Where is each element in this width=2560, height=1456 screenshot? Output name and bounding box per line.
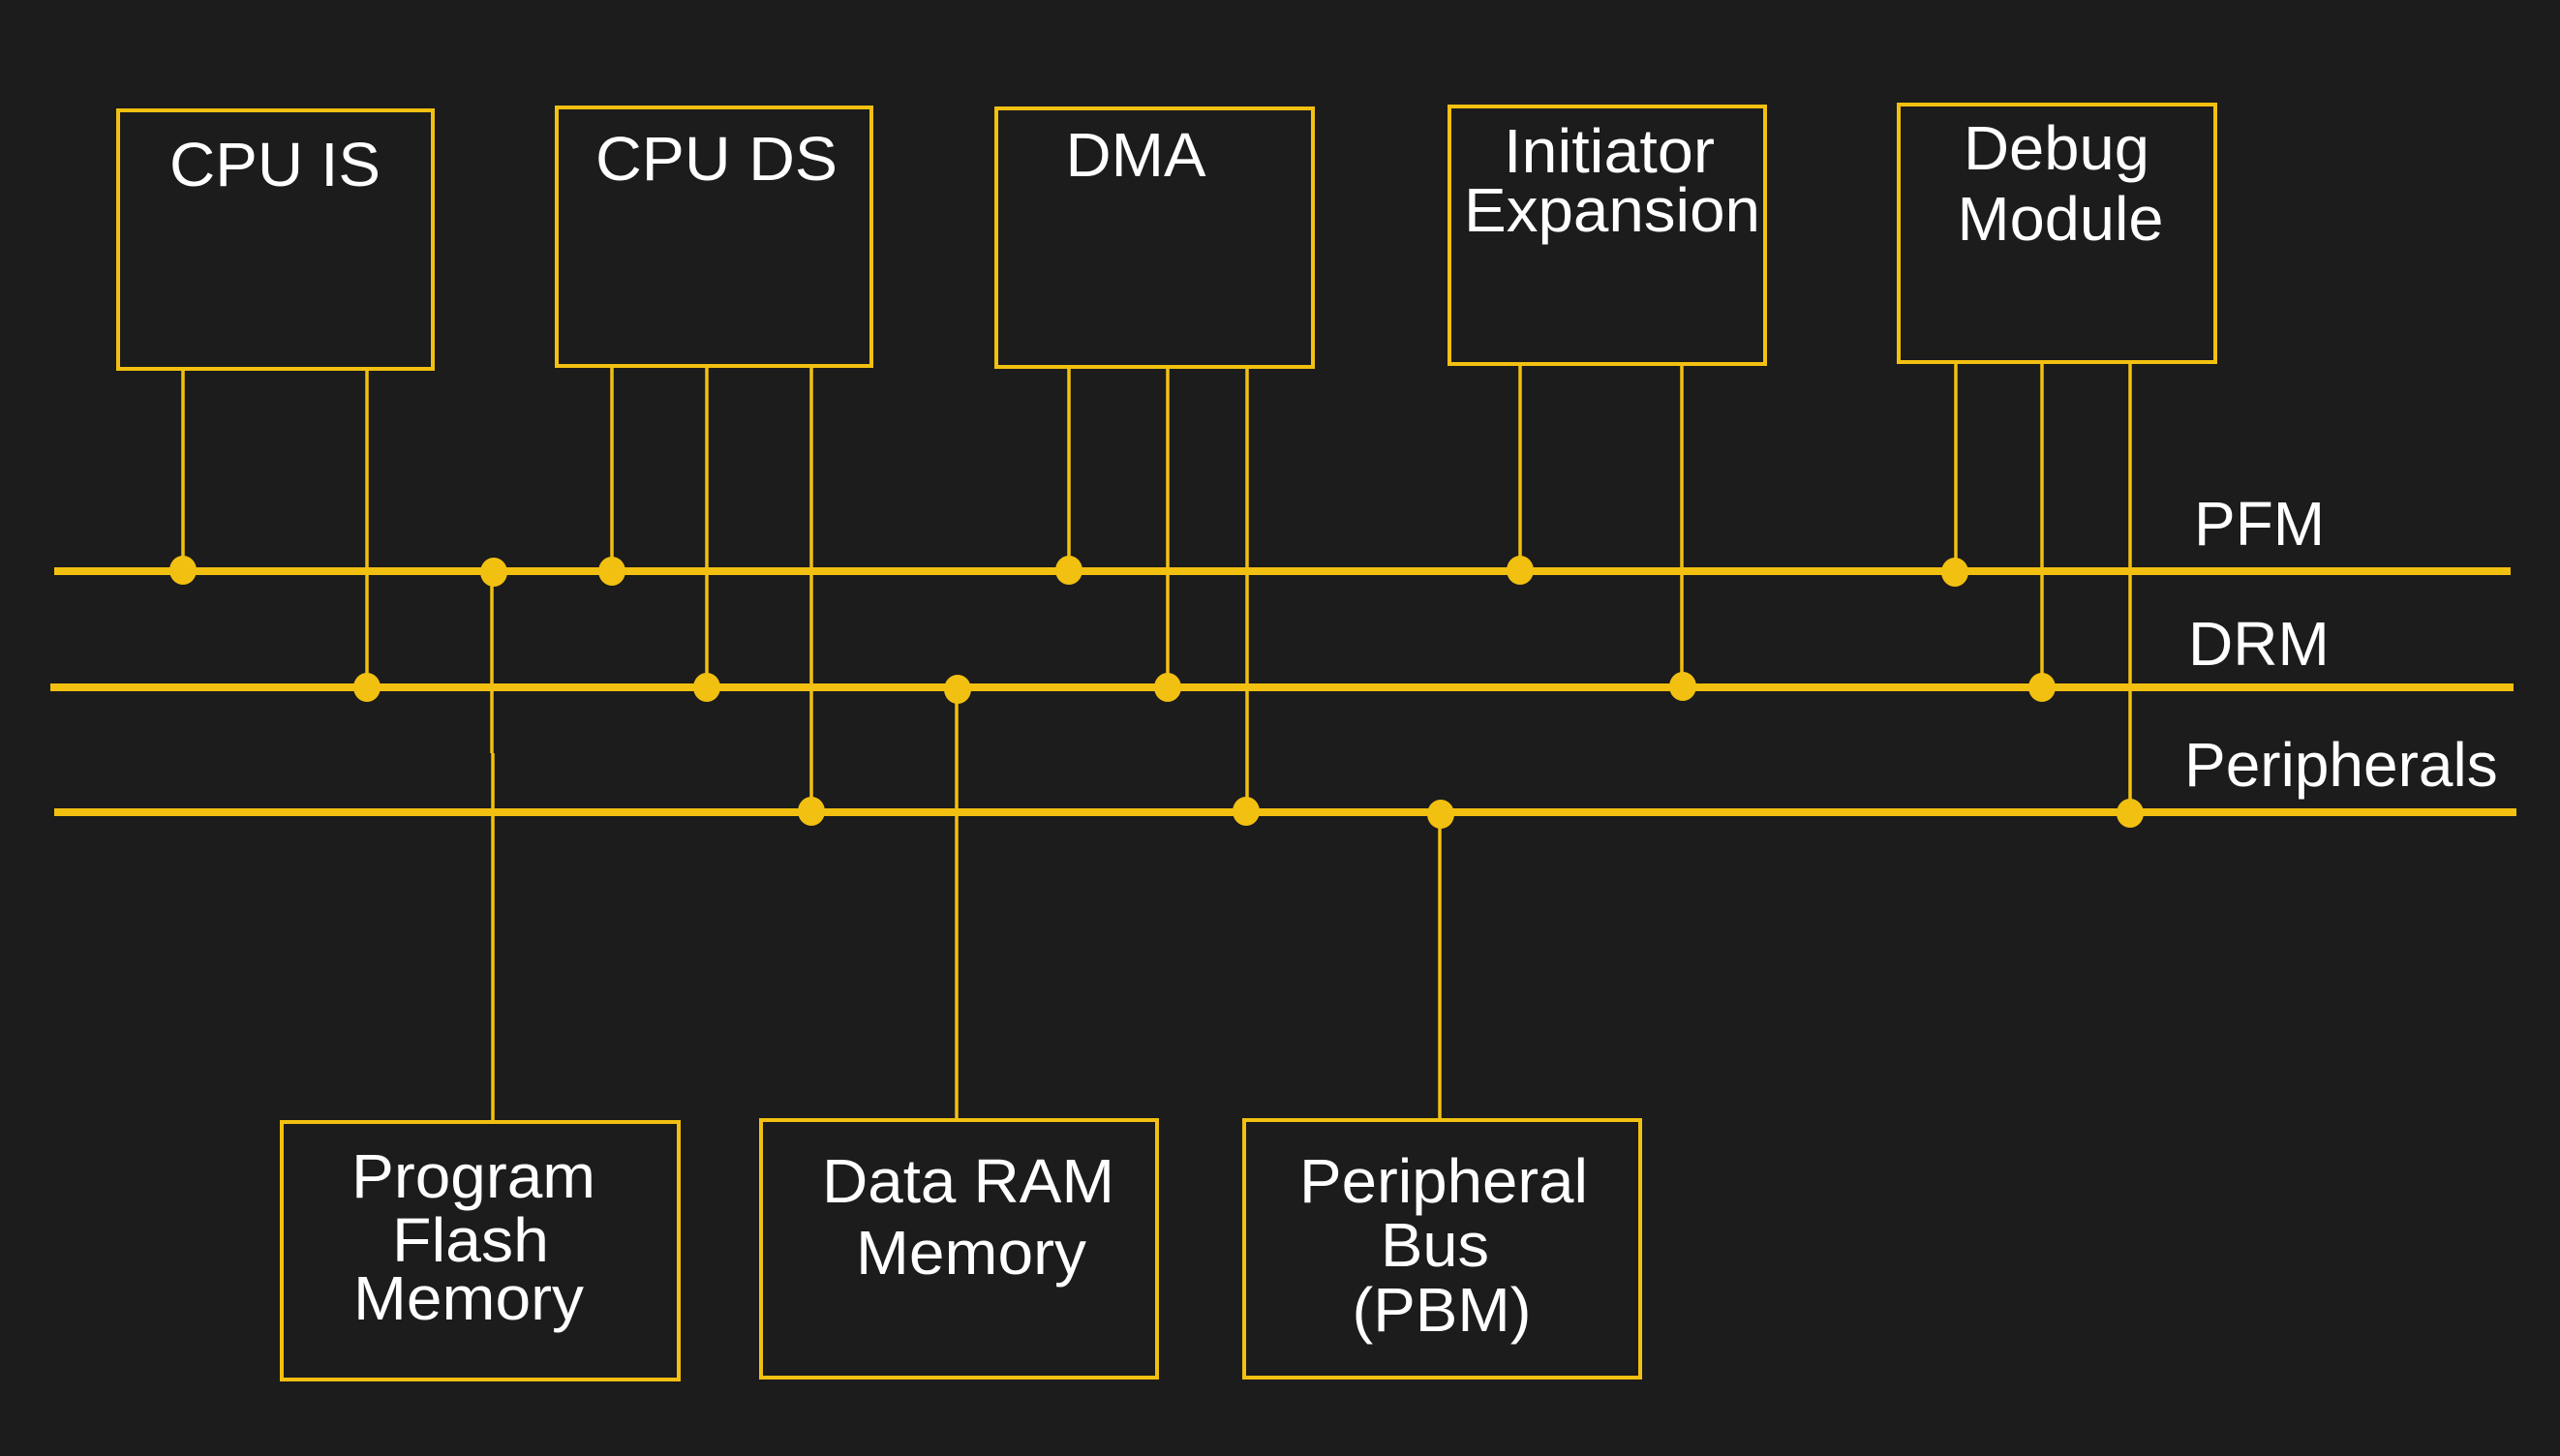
initiator-initiator-expansion: Initiator Expansion	[1448, 105, 1767, 687]
junction-dot-debug-module-pfm	[1941, 558, 1968, 587]
program-flash-memory-label-line2: Flash	[392, 1205, 549, 1275]
junction-dots	[169, 556, 2144, 829]
target-peripheral-bus: Peripheral Bus (PBM)	[1242, 812, 1642, 1380]
initiator-dma: DMA	[994, 106, 1315, 812]
dma-label: DMA	[1066, 120, 1206, 190]
cpu-ds-box	[555, 106, 873, 368]
peripheral-bus-label-line3: (PBM)	[1353, 1275, 1532, 1345]
peripheral-bus-label-line1: Peripheral	[1299, 1146, 1588, 1216]
debug-module-label-line1: Debug	[1964, 113, 2149, 183]
initiator-expansion-label-line1: Initiator	[1504, 116, 1715, 186]
initiator-cpu-ds: CPU DS	[555, 106, 873, 812]
program-flash-memory-label-line1: Program	[351, 1141, 595, 1211]
junction-dot-cpu-ds-drm	[693, 673, 720, 702]
bus-label-pfm: PFM	[2194, 489, 2325, 559]
junction-dot-initiator-expansion-drm	[1669, 672, 1696, 701]
junction-dot-cpu-is-pfm	[169, 556, 197, 585]
junction-dot-dma-peripherals	[1233, 797, 1260, 826]
peripheral-bus-label-line2: Bus	[1381, 1210, 1489, 1280]
debug-module-box	[1897, 103, 2217, 364]
data-ram-memory-label-line1: Data RAM	[822, 1146, 1114, 1216]
initiator-debug-module: Debug Module	[1897, 103, 2217, 812]
peripheral-bus-box	[1242, 1118, 1642, 1380]
initiator-expansion-label-line2: Expansion	[1464, 175, 1760, 245]
junction-dot-cpu-ds-pfm	[598, 557, 625, 586]
initiator-cpu-is: CPU IS	[116, 108, 435, 687]
junction-dot-cpu-ds-peripherals	[798, 797, 825, 826]
junction-dot-peripheral-bus-peripherals	[1427, 800, 1454, 829]
junction-dot-data-ram-drm	[944, 675, 971, 704]
bus-label-drm: DRM	[2188, 609, 2330, 679]
data-ram-memory-label-line2: Memory	[856, 1218, 1086, 1288]
bus-label-peripherals: Peripherals	[2184, 730, 2498, 800]
program-flash-memory-label-line3: Memory	[353, 1263, 584, 1333]
cpu-is-box	[116, 108, 435, 371]
dma-box	[994, 106, 1315, 369]
cpu-is-label: CPU IS	[169, 130, 381, 199]
target-program-flash-memory: Program Flash Memory	[280, 571, 681, 1381]
junction-dot-initiator-expansion-pfm	[1507, 556, 1534, 585]
target-data-ram-memory: Data RAM Memory	[759, 687, 1159, 1380]
cpu-ds-label: CPU DS	[595, 124, 838, 194]
junction-dot-dma-pfm	[1055, 556, 1082, 585]
junction-dot-program-flash-pfm	[480, 558, 507, 587]
data-ram-memory-box	[759, 1118, 1159, 1380]
debug-module-label-line2: Module	[1958, 184, 2164, 254]
junction-dot-debug-module-peripherals	[2117, 799, 2144, 828]
initiator-expansion-box	[1448, 105, 1767, 366]
program-flash-memory-box	[280, 1120, 681, 1381]
junction-dot-dma-drm	[1154, 673, 1181, 702]
junction-dot-debug-module-drm	[2028, 673, 2056, 702]
junction-dot-cpu-is-drm	[353, 673, 381, 702]
